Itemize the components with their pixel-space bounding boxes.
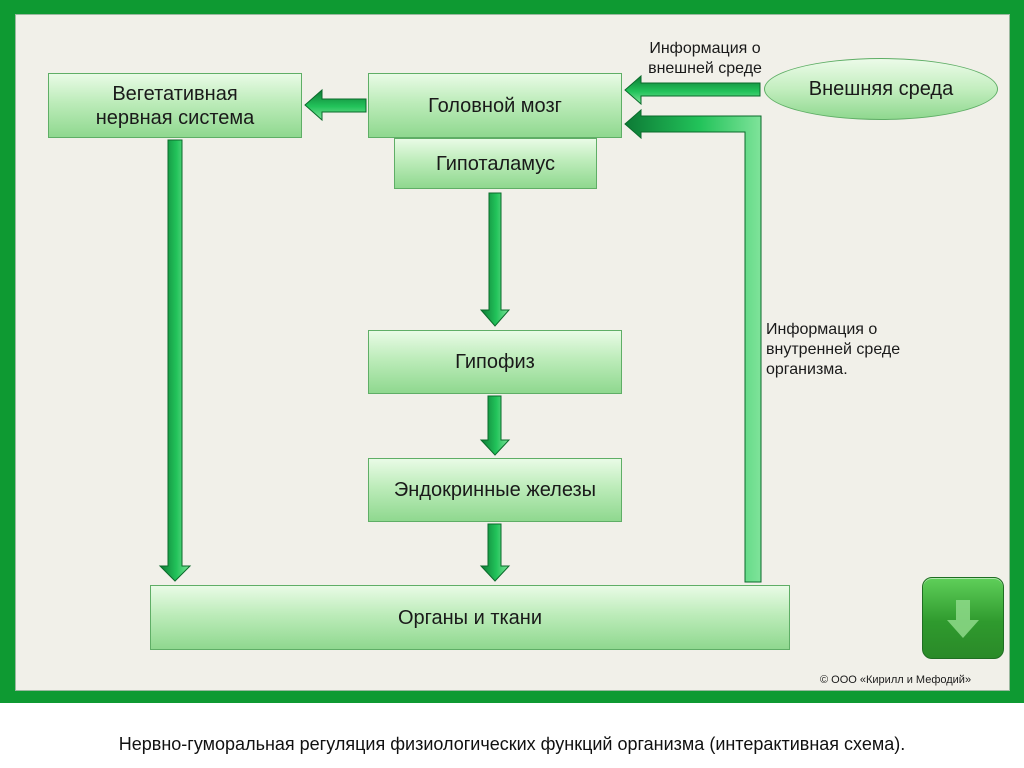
organs-tissues-label: Органы и ткани — [397, 606, 543, 629]
next-button[interactable] — [922, 577, 1004, 659]
organs-tissues-box[interactable]: Органы и ткани — [150, 585, 790, 650]
vegetative-nervous-system-label: Вегетативная нервная система — [95, 82, 255, 129]
pituitary-label: Гипофиз — [455, 351, 535, 373]
internal-info-label: Информация о внутренней среде организма. — [766, 321, 901, 378]
copyright-text: © ООО «Кирилл и Мефодий» — [820, 674, 972, 686]
pituitary-box[interactable]: Гипофиз — [368, 330, 622, 394]
hypothalamus-box[interactable]: Гипоталамус — [394, 138, 597, 189]
external-environment-label: Внешняя среда — [808, 77, 954, 100]
external-environment-ellipse[interactable]: Внешняя среда — [764, 58, 998, 120]
external-info-label: Информация о внешней среде — [648, 40, 762, 77]
endocrine-glands-label: Эндокринные железы — [393, 479, 597, 501]
arrow-down-icon — [947, 600, 979, 638]
caption-text: Нервно-гуморальная регуляция физиологиче… — [118, 734, 906, 754]
vegetative-nervous-system-box[interactable]: Вегетативная нервная система — [48, 73, 302, 138]
hypothalamus-label: Гипоталамус — [436, 152, 555, 175]
brain-box[interactable]: Головной мозг — [368, 73, 622, 138]
endocrine-glands-box[interactable]: Эндокринные железы — [368, 458, 622, 522]
brain-label: Головной мозг — [428, 94, 562, 117]
